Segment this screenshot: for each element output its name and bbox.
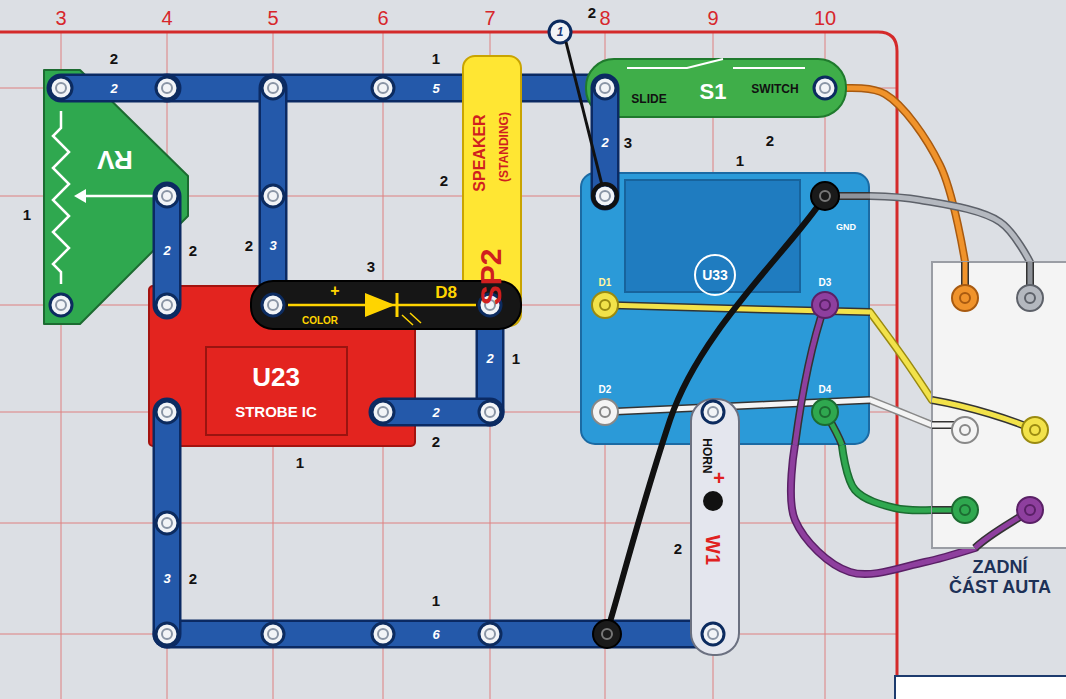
connector-wire [870, 400, 932, 425]
horn: HORN+ W1 [690, 398, 740, 656]
level-number: 2 [245, 238, 253, 253]
column-number: 7 [484, 8, 495, 28]
wire-length: 6 [432, 628, 439, 641]
horn-shape [690, 398, 740, 656]
column-number: 6 [377, 8, 388, 28]
pin-name: D3 [819, 278, 832, 288]
level-number: 2 [110, 51, 118, 66]
column-number: 10 [814, 8, 836, 28]
level-number: 1 [23, 207, 31, 222]
level-number: 2 [588, 5, 596, 20]
level-number: 2 [432, 434, 440, 449]
part-label: HORN [701, 438, 713, 473]
wire-length: 3 [269, 239, 276, 252]
column-number: 8 [599, 8, 610, 28]
panel-heading: ZADNÍ ČÁST AUTA [938, 558, 1062, 598]
level-number: 2 [189, 243, 197, 258]
connector-wire [870, 312, 932, 400]
polarity-mark: + [713, 468, 725, 488]
pin-name: D4 [819, 385, 832, 395]
part-label: STROBE IC [235, 404, 317, 419]
polarity-mark: + [330, 283, 339, 299]
level-number: 2 [766, 133, 774, 148]
part-label: COLOR [302, 316, 338, 326]
wire-length: 2 [601, 136, 608, 149]
pin-name: GND [836, 223, 856, 232]
car-rear-panel-shape [932, 262, 1066, 548]
pin-name: D1 [599, 278, 612, 288]
part-number: U33 [702, 268, 728, 282]
level-number: 1 [296, 455, 304, 470]
column-number: 9 [707, 8, 718, 28]
part-label: SLIDE [631, 93, 666, 105]
wire-length: 3 [163, 572, 170, 585]
part-label: (STANDING) [498, 112, 510, 182]
connector-wire [842, 445, 932, 510]
level-number: 2 [440, 173, 448, 188]
connector-wire [870, 196, 1030, 262]
part-number: U23 [252, 364, 300, 390]
part-number: D8 [435, 284, 457, 301]
part-number: S1 [700, 81, 727, 103]
car-rear-panel: ZADNÍ ČÁST AUTA [932, 262, 1066, 548]
level-number: 2 [189, 571, 197, 586]
level-number: 1 [432, 593, 440, 608]
level-number: 1 [512, 351, 520, 366]
wire-length: 5 [432, 82, 439, 95]
wire-length: 2 [163, 244, 170, 257]
level-number: 3 [624, 135, 632, 150]
wire-length: 2 [432, 406, 439, 419]
part-label: RV [97, 147, 133, 173]
pin-name: D2 [599, 385, 612, 395]
column-number: 3 [55, 8, 66, 28]
level-number: 3 [367, 259, 375, 274]
part-label: SWITCH [751, 83, 798, 95]
part-number: SP2 [476, 249, 506, 306]
wire-length: 1 [557, 26, 564, 38]
column-number: 4 [161, 8, 172, 28]
level-number: 1 [432, 51, 440, 66]
wire-length: 2 [110, 82, 117, 95]
column-number: 5 [267, 8, 278, 28]
level-number: 2 [674, 541, 682, 556]
wire-length: 2 [486, 352, 493, 365]
part-label: SPEAKER [472, 114, 488, 191]
slide-switch: SLIDE S1 SWITCH [585, 58, 847, 118]
part-number: W1 [703, 535, 723, 565]
level-number: 1 [736, 153, 744, 168]
